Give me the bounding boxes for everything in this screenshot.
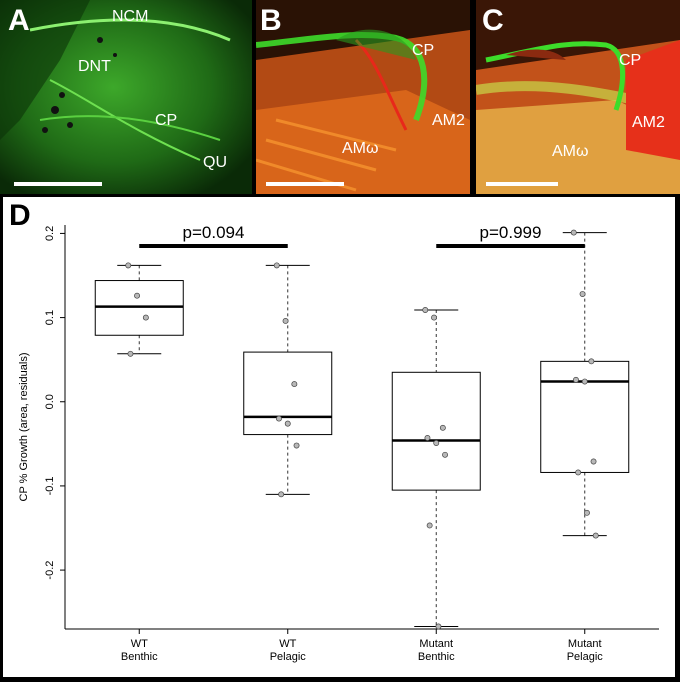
panel-a: A NCM DNT CP QU	[0, 0, 252, 194]
x-tick-label: Benthic	[121, 651, 158, 663]
box	[540, 360, 630, 473]
panel-b-micrograph	[256, 0, 470, 194]
box	[94, 280, 184, 336]
boxplot-chart: -0.2 -0.1 0.0 0.1 0.2 CP % Growth (area, resi…	[18, 223, 659, 663]
data-point	[579, 291, 586, 297]
data-point	[588, 358, 595, 365]
data-point	[590, 458, 597, 465]
data-point	[442, 451, 448, 458]
data-point	[278, 491, 285, 498]
x-tick-label: WT	[131, 638, 148, 650]
scale-bar	[266, 182, 344, 186]
panel-c-micrograph	[476, 0, 680, 194]
data-point	[570, 229, 577, 236]
data-point	[435, 623, 442, 630]
x-tick-label: WT	[279, 638, 296, 650]
box	[391, 371, 481, 491]
y-tick-label: 0.2	[44, 226, 56, 241]
data-point	[422, 307, 429, 313]
data-point	[426, 522, 433, 529]
data-point	[592, 532, 599, 539]
p-value-label: p=0.999	[480, 223, 542, 242]
data-point	[125, 262, 132, 269]
label-qu: QU	[203, 154, 227, 171]
scale-bar	[486, 182, 558, 186]
x-tick-label: Pelagic	[270, 651, 307, 663]
data-point	[291, 381, 298, 388]
data-point	[424, 434, 431, 441]
data-point	[127, 350, 134, 357]
label-am2: AM2	[632, 114, 665, 131]
label-cp: CP	[619, 52, 642, 69]
data-point	[584, 509, 590, 516]
label-am2: AM2	[432, 112, 465, 129]
panel-letter: B	[260, 4, 282, 37]
label-cp: CP	[412, 42, 435, 59]
x-tick-label: Benthic	[418, 651, 455, 663]
y-axis-label: CP % Growth (area, residuals)	[18, 353, 30, 502]
p-value-label: p=0.094	[183, 223, 245, 242]
x-tick-label: Mutant	[568, 638, 602, 650]
y-tick-label: 0.1	[44, 310, 56, 325]
data-point	[134, 292, 140, 299]
data-point	[573, 376, 579, 383]
data-point	[284, 420, 291, 427]
data-point	[273, 262, 280, 269]
data-point	[276, 415, 282, 422]
panel-d: D -0.2 -0.1 0.0 0.1 0.2 CP % Growth (area, re…	[3, 197, 675, 677]
panel-b: B CP AM2 AMω	[256, 0, 470, 194]
data-point	[142, 314, 149, 321]
label-dnt: DNT	[78, 58, 111, 75]
label-cp: CP	[155, 112, 178, 129]
y-tick-label: -0.2	[44, 561, 56, 580]
label-amw: AMω	[342, 140, 379, 157]
label-ncm: NCM	[112, 8, 149, 25]
panel-a-micrograph	[0, 0, 252, 194]
data-point	[581, 378, 588, 385]
y-tick-label: -0.1	[44, 476, 56, 495]
label-amw: AMω	[552, 143, 589, 160]
data-point	[439, 424, 446, 431]
data-point	[431, 314, 437, 321]
scale-bar	[14, 182, 102, 186]
data-point	[293, 442, 300, 449]
panel-letter: C	[482, 4, 504, 37]
data-point	[282, 317, 289, 324]
x-tick-label: Mutant	[419, 638, 453, 650]
panel-letter: A	[8, 4, 30, 37]
data-point	[433, 440, 440, 446]
panel-c: C CP AM2 AMω	[476, 0, 680, 194]
x-tick-label: Pelagic	[567, 651, 604, 663]
data-point	[575, 469, 582, 476]
y-tick-label: 0.0	[44, 394, 56, 409]
panel-letter: D	[9, 199, 31, 232]
